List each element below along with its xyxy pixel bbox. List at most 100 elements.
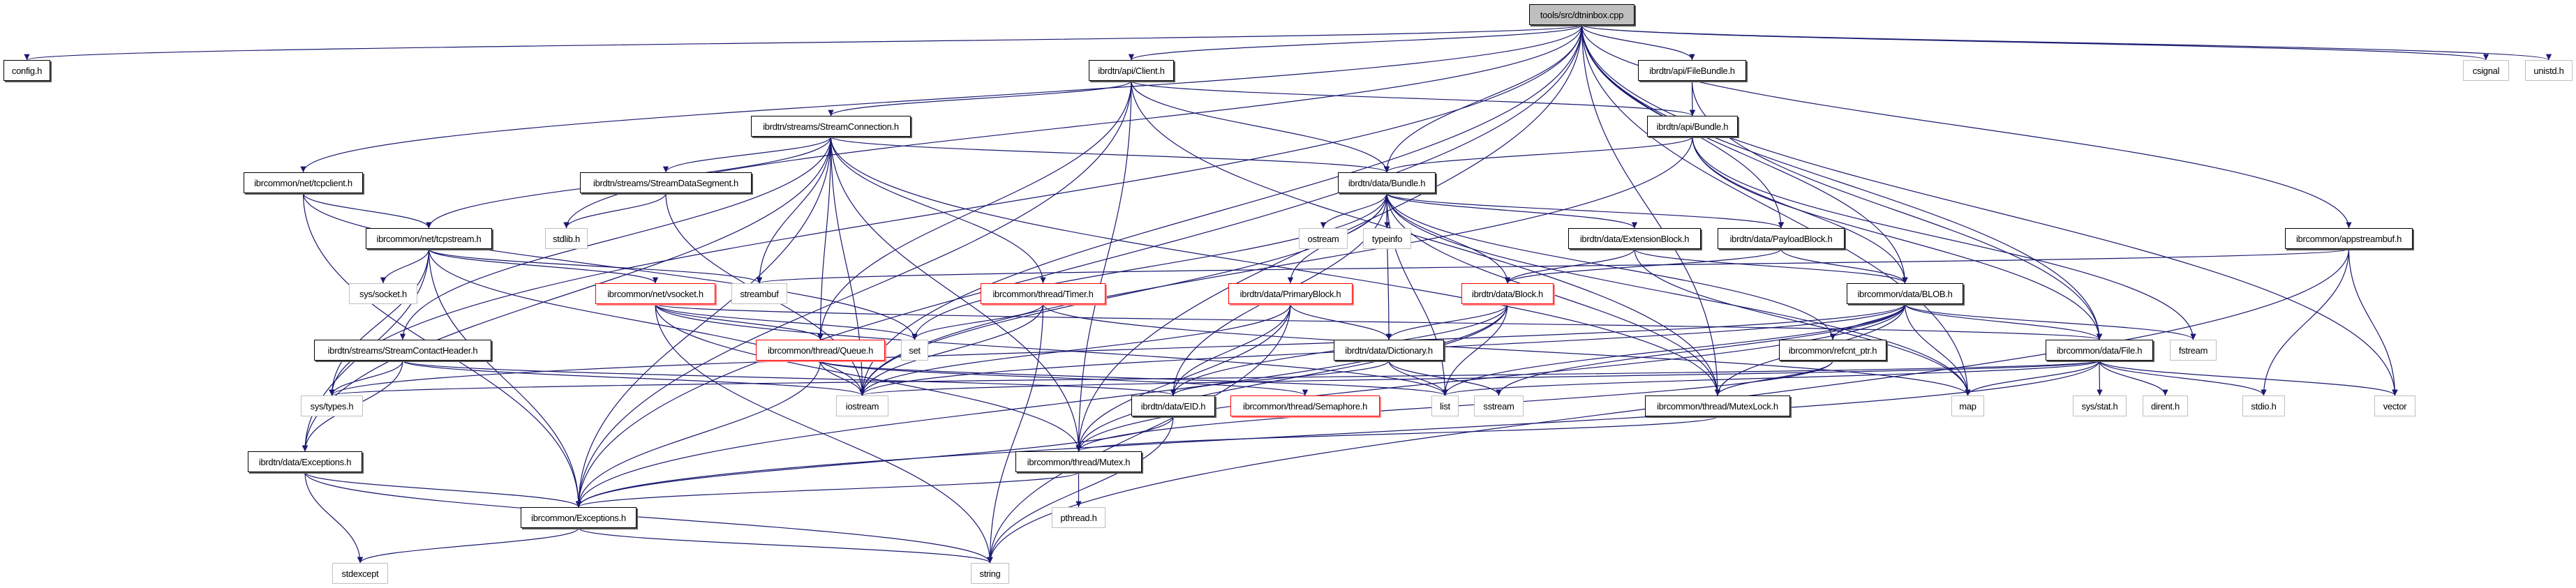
edge-file-to-systypes [329,360,2100,396]
node-systypes: sys/types.h [301,395,363,416]
node-timer[interactable]: ibrcommon/thread/Timer.h [981,283,1105,304]
node-fstream: fstream [2170,340,2217,361]
node-stdexcept: stdexcept [332,563,388,584]
node-primaryblock[interactable]: ibrdtn/data/PrimaryBlock.h [1228,283,1353,304]
node-databundle[interactable]: ibrdtn/data/Bundle.h [1338,172,1436,193]
edge-file-to-vector [2099,360,2398,396]
node-label: unistd.h [2533,65,2564,76]
node-queue[interactable]: ibrcommon/thread/Queue.h [756,340,885,361]
node-refcnt[interactable]: ibrcommon/refcnt_ptr.h [1779,340,1886,361]
edge-queue-to-semaphore [819,360,1308,396]
node-tcpstream[interactable]: ibrcommon/net/tcpstream.h [366,228,492,249]
edge-tcpstream-to-streambuf [428,248,763,284]
node-streamconn[interactable]: ibrdtn/streams/StreamConnection.h [751,116,911,137]
edge-vsocket-to-set [655,303,918,340]
node-streamseg[interactable]: ibrdtn/streams/StreamDataSegment.h [580,172,752,193]
node-label: ibrdtn/data/Dictionary.h [1345,345,1433,356]
edge-dictionary-to-eid [1170,360,1390,396]
edge-streamconn-to-streamseg [662,136,832,173]
node-unistd: unistd.h [2525,60,2573,81]
edge-blob-to-systypes [329,303,1906,396]
edge-apibundle-to-databundle [1383,136,1693,173]
node-label: ibrcommon/thread/Timer.h [992,288,1094,299]
edge-queue-to-list [819,360,1448,396]
node-label: ibrdtn/api/FileBundle.h [1649,65,1735,76]
edge-blob-to-fstream [1904,303,2196,340]
node-payloadblock[interactable]: ibrdtn/data/PayloadBlock.h [1718,228,1845,249]
edge-file-to-sysstat [2097,360,2103,396]
edge-databundle-to-refcnt [1386,193,1836,340]
node-block[interactable]: ibrdtn/data/Block.h [1461,283,1554,304]
edge-root-to-blob [1581,24,1908,284]
edge-client-to-queue [817,80,1132,340]
edge-root-to-config [24,24,1583,61]
node-config[interactable]: config.h [3,60,50,81]
node-stdlib: stdlib.h [545,228,588,249]
edge-dataexc-to-string [304,472,993,564]
node-iostream: iostream [836,395,888,416]
node-root[interactable]: tools/src/dtninbox.cpp [1529,4,1635,25]
node-mutex[interactable]: ibrcommon/thread/Mutex.h [1015,451,1142,472]
node-label: vector [2383,400,2407,412]
edge-root-to-stdlib [563,24,1583,229]
node-label: stdio.h [2251,400,2277,412]
edge-root-to-map [1581,24,1971,396]
node-label: iostream [845,400,879,412]
node-client[interactable]: ibrdtn/api/Client.h [1089,60,1174,81]
node-appstreambuf[interactable]: ibrcommon/appstreambuf.h [2285,228,2413,249]
node-filebundle[interactable]: ibrdtn/api/FileBundle.h [1638,60,1746,81]
node-blob[interactable]: ibrcommon/data/BLOB.h [1847,283,1963,304]
node-commonexc[interactable]: ibrcommon/Exceptions.h [521,507,636,528]
edge-file-to-map [1965,360,2100,396]
edge-tcpstream-to-iostream [428,248,865,396]
edge-root-to-iostream [859,24,1583,396]
edge-tcpstream-to-systypes [329,248,430,396]
node-vsocket[interactable]: ibrcommon/net/vsocket.h [595,283,715,304]
node-label: ibrcommon/thread/Mutex.h [1027,456,1131,467]
node-label: ibrdtn/data/Exceptions.h [258,456,352,467]
edge-timer-to-iostream [859,303,1044,396]
node-list: list [1431,395,1459,416]
edge-root-to-csignal [1581,24,2489,61]
edge-contacthdr-to-iostream [402,360,865,396]
edge-root-to-client [1129,24,1583,61]
edge-extblock-to-blob [1634,248,1908,284]
edge-primaryblock-to-mutex [1075,303,1291,452]
edge-client-to-databundle [1131,80,1390,173]
edge-commonexc-to-string [578,527,993,564]
node-label: ibrdtn/data/EID.h [1140,400,1206,412]
node-label: ibrdtn/api/Bundle.h [1656,121,1729,132]
node-tcpclient[interactable]: ibrcommon/net/tcpclient.h [244,172,363,193]
edge-streamconn-to-commonexc [575,136,832,508]
node-dataexc[interactable]: ibrdtn/data/Exceptions.h [248,451,362,472]
node-label: map [1959,400,1976,412]
node-apibundle[interactable]: ibrdtn/api/Bundle.h [1647,116,1738,137]
node-label: sys/socket.h [359,288,407,299]
node-label: ibrcommon/net/tcpstream.h [376,233,482,244]
node-mutexlock[interactable]: ibrcommon/thread/MutexLock.h [1645,395,1790,416]
edge-client-to-commonexc [575,80,1132,508]
edge-extblock-to-map [1634,248,1971,396]
node-ostream: ostream [1299,228,1348,249]
node-string: string [971,563,1009,584]
node-label: ibrcommon/net/vsocket.h [607,288,703,299]
node-label: ibrcommon/thread/MutexLock.h [1657,400,1778,412]
node-semaphore[interactable]: ibrcommon/thread/Semaphore.h [1230,395,1380,416]
edge-root-to-appstreambuf [1581,24,2352,229]
node-label: ibrdtn/data/Bundle.h [1348,177,1426,188]
node-eid[interactable]: ibrdtn/data/EID.h [1131,395,1215,416]
node-extblock[interactable]: ibrdtn/data/ExtensionBlock.h [1568,228,1701,249]
node-csignal: csignal [2463,60,2509,81]
edge-blob-to-map [1904,303,1971,396]
node-file[interactable]: ibrcommon/data/File.h [2046,340,2153,361]
edge-blob-to-refcnt [1829,303,1906,340]
node-dictionary[interactable]: ibrdtn/data/Dictionary.h [1334,340,1444,361]
edge-root-to-mutexlock [1581,24,1721,396]
node-label: ibrcommon/thread/Queue.h [767,345,874,356]
node-label: stdlib.h [553,233,580,244]
node-contacthdr[interactable]: ibrdtn/streams/StreamContactHeader.h [314,340,491,361]
edge-databundle-to-set [911,193,1387,340]
node-label: ibrcommon/Exceptions.h [531,512,626,523]
edge-dictionary-to-sstream [1388,360,1502,396]
